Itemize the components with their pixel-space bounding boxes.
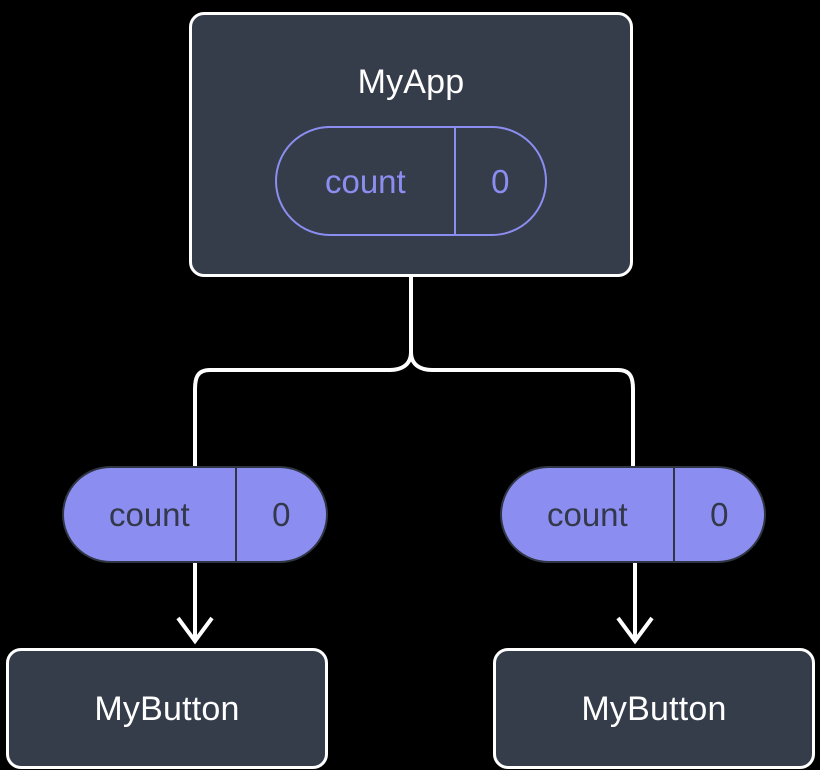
state-pill-branch-right[interactable]: count 0 <box>500 466 766 563</box>
connector-branch-left <box>193 351 413 466</box>
state-pill-root[interactable]: count 0 <box>275 126 547 236</box>
component-card-child-right[interactable]: MyButton <box>493 648 815 769</box>
state-pill-root-key: count <box>324 162 406 200</box>
connector-arrow-left-head <box>176 616 214 645</box>
state-pill-branch-left[interactable]: count 0 <box>62 466 328 563</box>
state-pill-branch-right-value: 0 <box>672 468 764 561</box>
state-pill-branch-left-value: 0 <box>234 468 326 561</box>
component-card-child-left[interactable]: MyButton <box>6 648 328 769</box>
connector-arrow-right-head <box>616 616 654 645</box>
state-pill-root-value: 0 <box>453 128 545 234</box>
component-label-child-left: MyButton <box>94 689 240 728</box>
component-label-child-right: MyButton <box>581 689 727 728</box>
state-pill-branch-left-key: count <box>108 496 190 533</box>
connector-branch-right <box>409 351 635 466</box>
component-label-root: MyApp <box>357 63 465 101</box>
state-pill-branch-right-key: count <box>546 496 628 533</box>
